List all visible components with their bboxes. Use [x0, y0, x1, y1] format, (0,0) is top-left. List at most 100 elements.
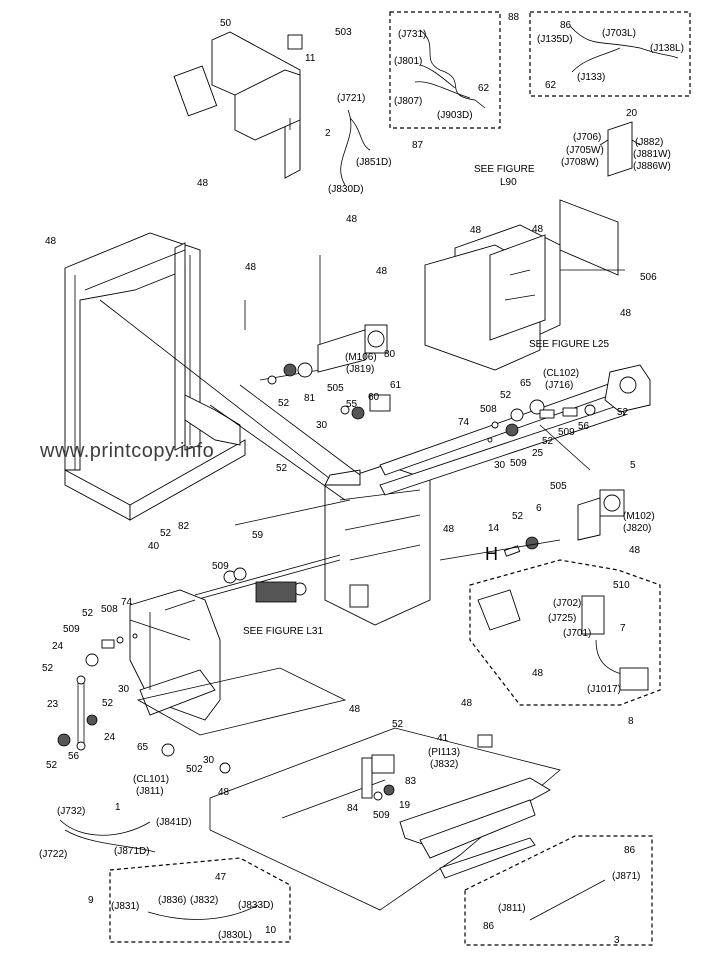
connector-j731: (J731) [398, 29, 427, 40]
harness-88 [569, 25, 679, 73]
left-frame [64, 232, 371, 521]
part-48: 48 [245, 262, 257, 273]
part-48: 48 [532, 668, 544, 679]
harness-2 [340, 109, 371, 186]
part-50: 50 [220, 18, 232, 29]
see-figure-l90-code: L90 [500, 177, 517, 188]
part-3: 3 [614, 935, 620, 946]
part-508: 508 [101, 604, 118, 615]
part-52: 52 [392, 719, 404, 730]
connector-j1017: (J1017) [587, 684, 621, 695]
part-509: 509 [212, 561, 229, 572]
connector-j831: (J831) [111, 901, 140, 912]
part-506: 506 [640, 272, 657, 283]
part-56: 56 [68, 751, 80, 762]
part-508: 508 [480, 404, 497, 415]
part-509: 509 [558, 427, 575, 438]
connector-pi113: (PI113) [428, 747, 461, 758]
connector-m106: (M106) [345, 352, 377, 363]
see-figure-l25: SEE FIGURE L25 [529, 339, 610, 350]
connector-j832-9: (J832) [190, 895, 219, 906]
part-62: 62 [478, 83, 490, 94]
part-7: 7 [620, 623, 626, 634]
part-502: 502 [186, 764, 203, 775]
part-30: 30 [494, 460, 506, 471]
connector-j135d: (J135D) [537, 34, 573, 45]
connector-j725: (J725) [548, 613, 577, 624]
part-62: 62 [545, 80, 557, 91]
part-65: 65 [137, 742, 149, 753]
left-lower-frame [57, 589, 221, 751]
harness-9 [147, 904, 259, 920]
h-mark: H [485, 544, 498, 564]
part-60: 60 [368, 392, 380, 403]
part-19: 19 [399, 800, 411, 811]
shafts [194, 369, 386, 819]
connector-j703l: (J703L) [602, 28, 636, 39]
sensor-83-84 [361, 734, 493, 801]
connector-j836: (J836) [158, 895, 187, 906]
part-48: 48 [470, 225, 482, 236]
watermark: www.printcopy.info [40, 440, 215, 462]
part-52: 52 [512, 511, 524, 522]
connector-j133: (J133) [577, 72, 606, 83]
part-30: 30 [316, 420, 328, 431]
part-52: 52 [160, 528, 172, 539]
connector-j807: (J807) [394, 96, 423, 107]
part-48: 48 [620, 308, 632, 319]
connector-j882: (J882) [635, 137, 664, 148]
connector-j833d: (J833D) [238, 900, 274, 911]
part-509: 509 [373, 810, 390, 821]
part-56: 56 [578, 421, 590, 432]
part-52: 52 [278, 398, 290, 409]
connector-j832: (J832) [430, 759, 459, 770]
part-48: 48 [349, 704, 361, 715]
part-52: 52 [46, 760, 58, 771]
part-6: 6 [536, 503, 542, 514]
part-86: 86 [483, 921, 495, 932]
part-48: 48 [461, 698, 473, 709]
harness-1 [59, 819, 156, 853]
part-41: 41 [437, 733, 449, 744]
part-503: 503 [335, 27, 352, 38]
connector-j722: (J722) [39, 849, 68, 860]
part-9: 9 [88, 895, 94, 906]
part-30: 30 [203, 755, 215, 766]
connector-j819: (J819) [346, 364, 375, 375]
part-2: 2 [325, 128, 331, 139]
part-24: 24 [52, 641, 64, 652]
harness-88-box [529, 11, 691, 97]
connector-cl102: (CL102) [543, 368, 580, 379]
connector-j706: (J706) [573, 132, 602, 143]
connector-j830l: (J830L) [218, 930, 252, 941]
part-30: 30 [118, 684, 130, 695]
part-40: 40 [148, 541, 160, 552]
part-48: 48 [346, 214, 358, 225]
part-81: 81 [304, 393, 316, 404]
connector-cl101: (CL101) [133, 774, 170, 785]
central-frame [209, 255, 626, 626]
connector-m102: (M102) [623, 511, 655, 522]
part-52: 52 [102, 698, 114, 709]
see-figure-l31: SEE FIGURE L31 [243, 626, 324, 637]
connector-j881w: (J881W) [633, 149, 671, 160]
part-61: 61 [390, 380, 402, 391]
connector-j811: (J811) [136, 786, 164, 797]
part-48: 48 [376, 266, 388, 277]
harness-87-box [389, 11, 501, 129]
part-80: 80 [384, 349, 396, 360]
sensor-510-assembly [477, 589, 649, 691]
leader-lines [129, 118, 625, 641]
part-86: 86 [624, 845, 636, 856]
part-510: 510 [613, 580, 630, 591]
part-52: 52 [542, 436, 554, 447]
part-24: 24 [104, 732, 116, 743]
part-10: 10 [265, 925, 277, 936]
part-1: 1 [115, 802, 121, 813]
sensor-8-box [469, 559, 661, 706]
part-5: 5 [630, 460, 636, 471]
gear-cluster-right [487, 364, 651, 443]
connector-j716: (J716) [545, 380, 574, 391]
